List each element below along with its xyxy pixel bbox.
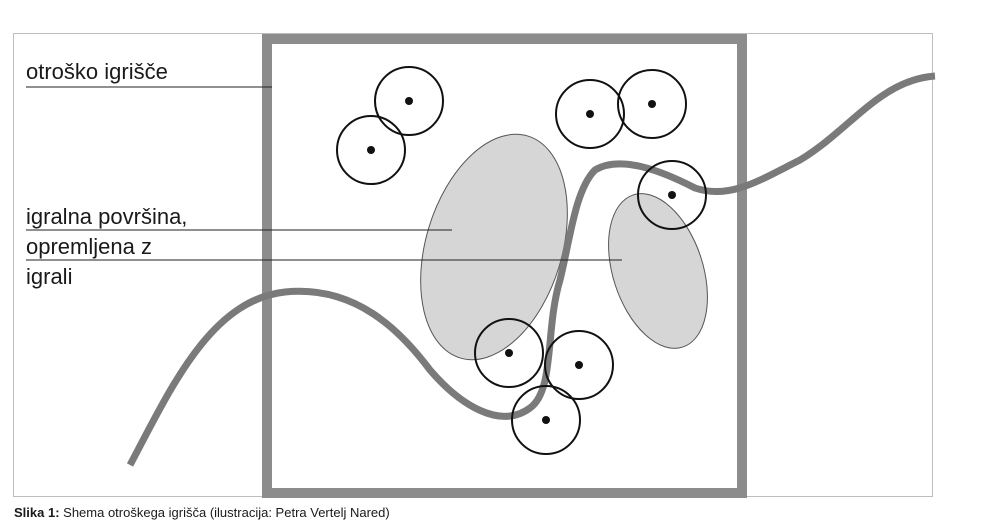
tree-circle: [511, 385, 581, 455]
tree-trunk-dot: [575, 361, 583, 369]
tree-circle: [555, 79, 625, 149]
tree-circle: [474, 318, 544, 388]
caption-prefix: Slika 1:: [14, 505, 60, 520]
tree-trunk-dot: [668, 191, 676, 199]
play-area-small: [608, 193, 708, 349]
tree-trunk-dot: [542, 416, 550, 424]
caption-text: Shema otroškega igrišča (ilustracija: Pe…: [59, 505, 390, 520]
tree-trunk-dot: [367, 146, 375, 154]
figure-caption: Slika 1: Shema otroškega igrišča (ilustr…: [14, 505, 390, 520]
tree-trunk-dot: [405, 97, 413, 105]
tree-trunk-dot: [505, 349, 513, 357]
label-play-area-line3: igrali: [26, 264, 73, 289]
tree-trunk-dot: [586, 110, 594, 118]
tree-trunk-dot: [648, 100, 656, 108]
tree-circle: [374, 66, 444, 136]
tree-circle: [617, 69, 687, 139]
playground-boundary: [262, 34, 747, 498]
tree-circle: [637, 160, 707, 230]
label-play-area-line1: igralna površina,: [26, 204, 188, 229]
label-play-area-line2: opremljena z: [26, 234, 152, 259]
label-playground: otroško igrišče: [26, 59, 168, 84]
play-area-large: [420, 133, 568, 361]
tree-circle: [336, 115, 406, 185]
tree-circle: [544, 330, 614, 400]
winding-path: [126, 72, 936, 467]
